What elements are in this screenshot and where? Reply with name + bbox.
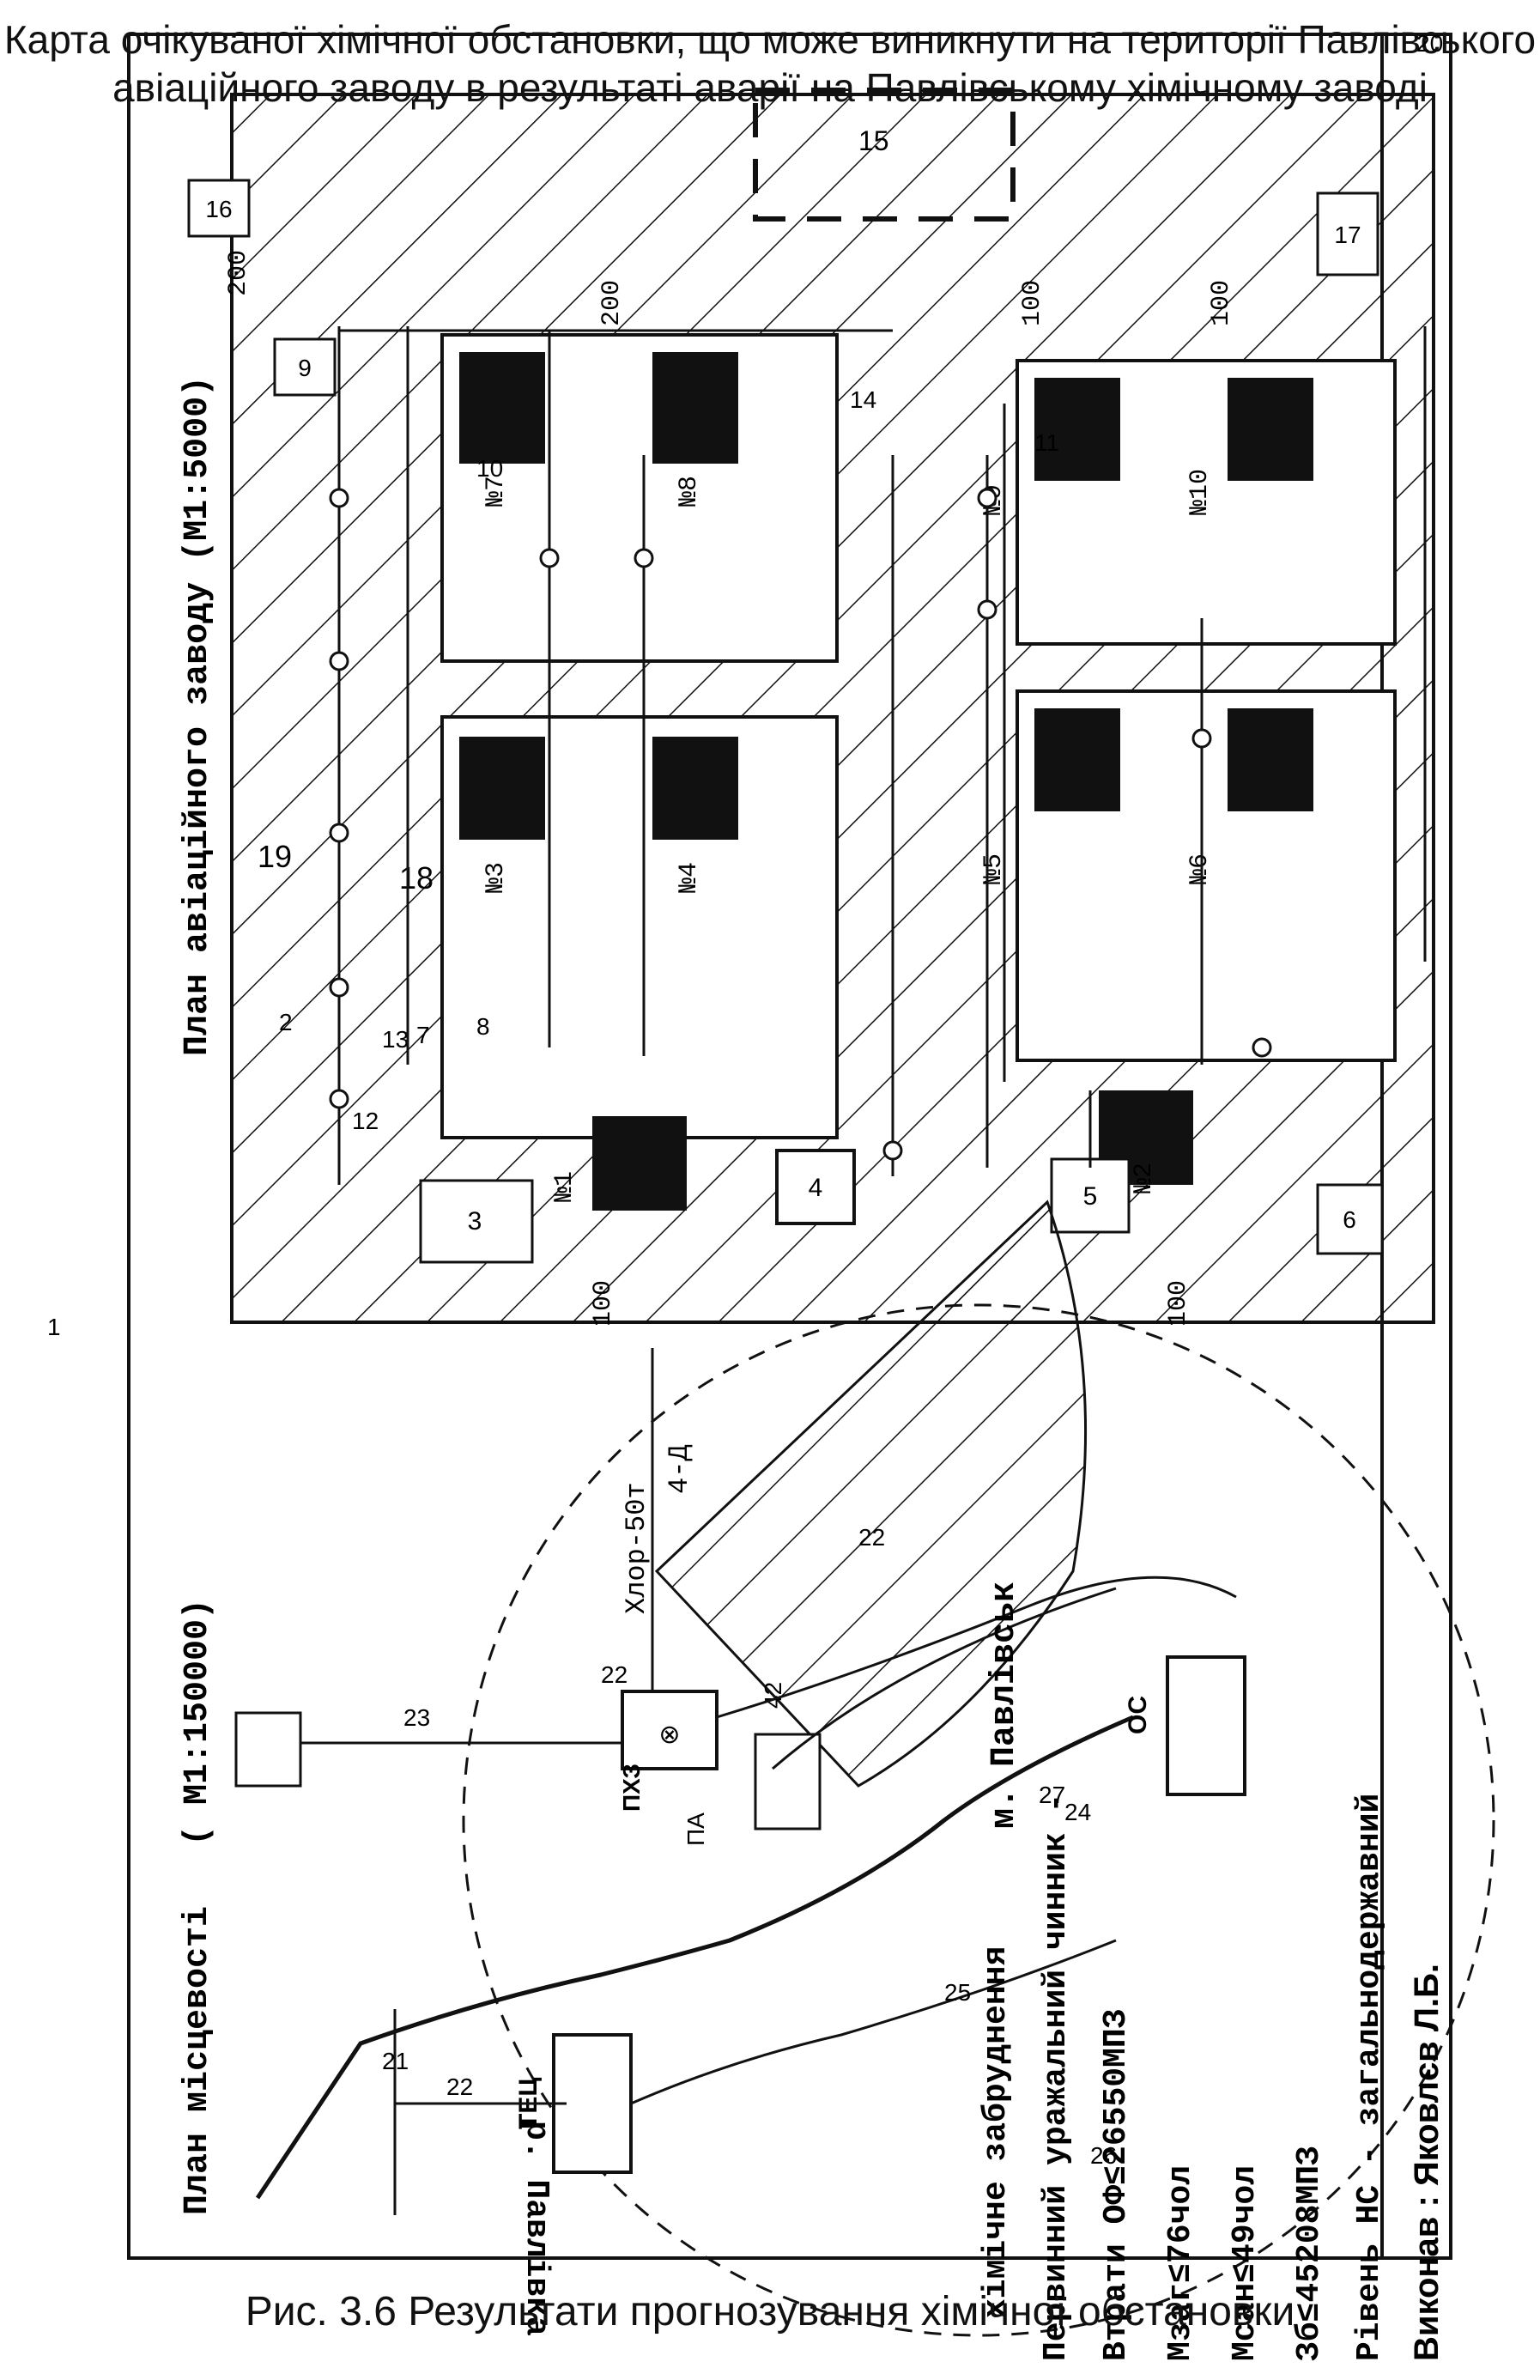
workshop-7 [459,352,545,464]
terrain-plan-scale: ( М1:150000) [179,1599,217,1846]
outer-frame [127,33,1452,2260]
top-caption: Карта очікуваної хімічної обстановки, що… [0,15,1540,64]
workshop-6 [1228,708,1313,811]
river-label: р. Павлівка [518,2121,555,2336]
label-workshop-4: №4 [675,862,704,893]
label-workshop-3: №3 [482,862,511,893]
fraction-top-1: 200 [224,250,253,296]
workshop-5 [1034,708,1120,811]
info-m-total: Мзаг≤76чол [1162,2165,1199,2361]
chem-plant-box [621,1690,718,1770]
box-6 [1316,1183,1384,1255]
info-author: Виконав : Яковлєв Л.Б. [1408,1964,1446,2361]
label-22b: 22 [446,2073,473,2100]
label-14: 14 [850,386,876,413]
info-primary-factor: Первинний уражальний чинник - [1038,1794,1075,2361]
caption-line-1: Карта очікуваної хімічної обстановки, що… [3,17,1537,62]
fractions: 200 200 100 100 100 100 [224,250,1236,1327]
plant-plan-title: План авіаційного заводу (М1:5000) [179,376,217,1056]
pa-label: ПА [682,1812,709,1846]
box-17 [1316,191,1379,276]
terrain-plan-title: План місцевості [179,1906,217,2215]
info-losses: Втрати ОФ≤26550МПЗ [1098,2009,1135,2361]
label-workshop-6: №6 [1185,853,1215,884]
box-16 [187,179,251,238]
box-3 [419,1179,534,1264]
label-10: 10 [476,455,503,482]
fraction-top-4: 100 [1207,280,1236,326]
river-line [255,1715,1134,2200]
label-24: 24 [1064,1799,1091,1825]
label-box-6: 6 [1343,1206,1356,1233]
label-workshop-8: №8 [675,476,704,507]
chem-note-agent: Хлор-50т [621,1482,652,1614]
label-8: 8 [476,1013,490,1040]
utility-lines [337,326,1427,1185]
label-22a: 22 [601,1661,628,1688]
label-box-4: 4 [809,1174,823,1202]
treatment-box [1166,1655,1246,1796]
valve-markers [329,488,1272,1161]
roads [393,1576,1237,2215]
chem-plant-symbol: ⊗ [658,1721,680,1749]
label-11: 11 [1034,429,1059,456]
label-workshop-1: №1 [550,1171,579,1202]
label-27: 27 [1039,1782,1065,1808]
label-20: 20 [1416,30,1443,57]
label-box-17: 17 [1334,222,1361,248]
workshop-1 [592,1116,687,1211]
storage-box [234,1711,302,1788]
label-box-9: 9 [298,355,312,381]
label-box-5: 5 [1083,1182,1098,1211]
label-23: 23 [403,1704,430,1731]
pa-box [754,1733,822,1831]
fraction-top-2: 200 [597,280,627,326]
label-22c: 22 [858,1524,885,1551]
label-26: 26 [1090,2142,1117,2169]
treatment-label: ОС [1124,1696,1152,1734]
info-level: Рівень НС - загальнодержавний [1351,1794,1388,2361]
info-destroyed: Зб≤45208МПЗ [1291,2146,1328,2361]
info-m-san: Мсан≤49чол [1227,2165,1264,2361]
label-box-15: 15 [858,125,889,156]
fraction-top-3: 100 [1018,280,1047,326]
box-4 [775,1149,856,1225]
fraction-left-2: 100 [1164,1280,1193,1327]
workshop-3 [459,737,545,840]
box-15-reserve [753,88,1016,222]
label-12: 12 [352,1108,379,1134]
label-13: 13 [382,1026,409,1053]
fraction-left-1: 100 [589,1280,618,1327]
label-25: 25 [944,1979,971,2006]
label-18: 18 [399,860,434,896]
town-label: м. Павлівськ [985,1582,1024,1829]
label-21: 21 [382,2048,409,2074]
chem-plant-label: ПХЗ [618,1764,645,1812]
label-7: 7 [416,1022,430,1048]
terrain-plan: План місцевості ( М1:150000) р. Павлівка… [179,1199,1246,2336]
workshop-4 [652,737,738,840]
workshop-10 [1228,378,1313,481]
chem-note-team: 4-Д [664,1444,695,1494]
label-2: 2 [279,1009,293,1035]
label-workshop-7: №7 [482,476,511,507]
figure-caption: Рис. 3.6 Результати прогнозування хімічн… [245,2289,1295,2334]
label-1: 1 [47,1314,61,1340]
label-workshop-10: №10 [1185,469,1215,515]
pa-number: 42 [760,1682,786,1709]
aviation-plant-plan: План авіаційного заводу (М1:5000) №3 №4 … [47,30,1443,1340]
info-block: Втрати ОФ≤26550МПЗ Мзаг≤76чол Мсан≤49чол… [978,1794,1446,2361]
workshop-9 [1034,378,1120,481]
label-workshop-2: №2 [1130,1163,1159,1193]
info-primary-factor-2: хімічне забруднення [978,1946,1015,2318]
label-19: 19 [258,839,292,874]
label-box-3: 3 [468,1207,482,1236]
label-box-16: 16 [205,196,232,222]
workshop-8 [652,352,738,464]
box-9 [273,337,336,397]
